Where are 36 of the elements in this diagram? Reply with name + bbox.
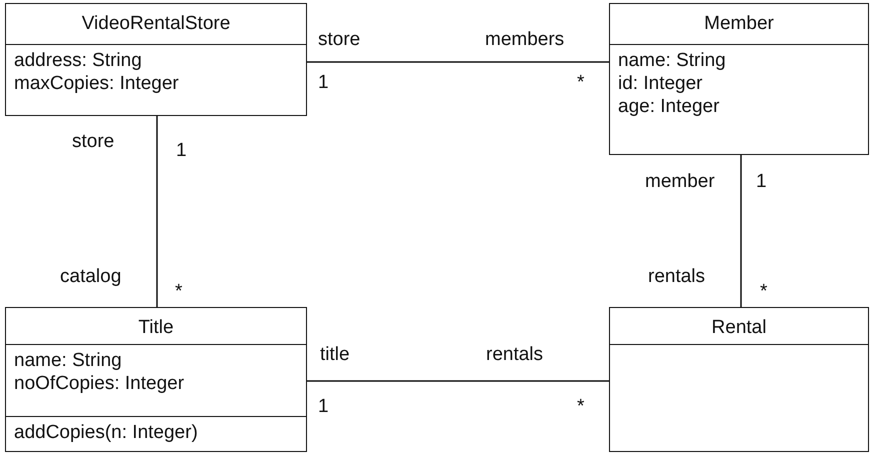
association-line: [156, 116, 158, 307]
class-box: [5, 3, 307, 116]
attribute-text: name: String: [14, 349, 122, 372]
multiplicity-label: rentals: [648, 266, 706, 288]
role-name: catalog: [60, 266, 122, 288]
association-line: [307, 61, 609, 63]
class-box: [609, 3, 869, 155]
class-box: [5, 307, 307, 452]
multiplicity-label: *: [577, 72, 584, 94]
multiplicity-label: *: [760, 281, 768, 303]
class-name: Title: [138, 317, 174, 339]
association-line: [307, 380, 609, 382]
role-name: members: [485, 29, 564, 51]
multiplicity-label: 1: [318, 396, 329, 418]
class-name: Member: [704, 13, 774, 35]
multiplicity-label: 1: [756, 171, 767, 193]
role-name: 1: [176, 140, 187, 162]
attribute-text: name: String: [618, 49, 726, 72]
class-box: [609, 307, 869, 452]
multiplicity-label: 1: [318, 72, 329, 94]
role-name: store: [72, 131, 114, 153]
role-name: rentals: [486, 344, 544, 366]
multiplicity-label: member: [645, 171, 715, 193]
role-name: store: [318, 29, 360, 51]
association-line: [740, 155, 742, 307]
role-name: title: [320, 344, 350, 366]
multiplicity-label: *: [577, 396, 584, 418]
class-name: VideoRentalStore: [82, 13, 230, 35]
operation-text: addCopies(n: Integer): [14, 421, 198, 444]
attribute-text: maxCopies: Integer: [14, 72, 179, 95]
attribute-text: age: Integer: [618, 95, 720, 118]
attribute-text: noOfCopies: Integer: [14, 372, 184, 395]
role-name: *: [175, 281, 182, 303]
attribute-text: address: String: [14, 49, 142, 72]
attribute-text: id: Integer: [618, 72, 702, 95]
class-name: Rental: [712, 317, 766, 339]
